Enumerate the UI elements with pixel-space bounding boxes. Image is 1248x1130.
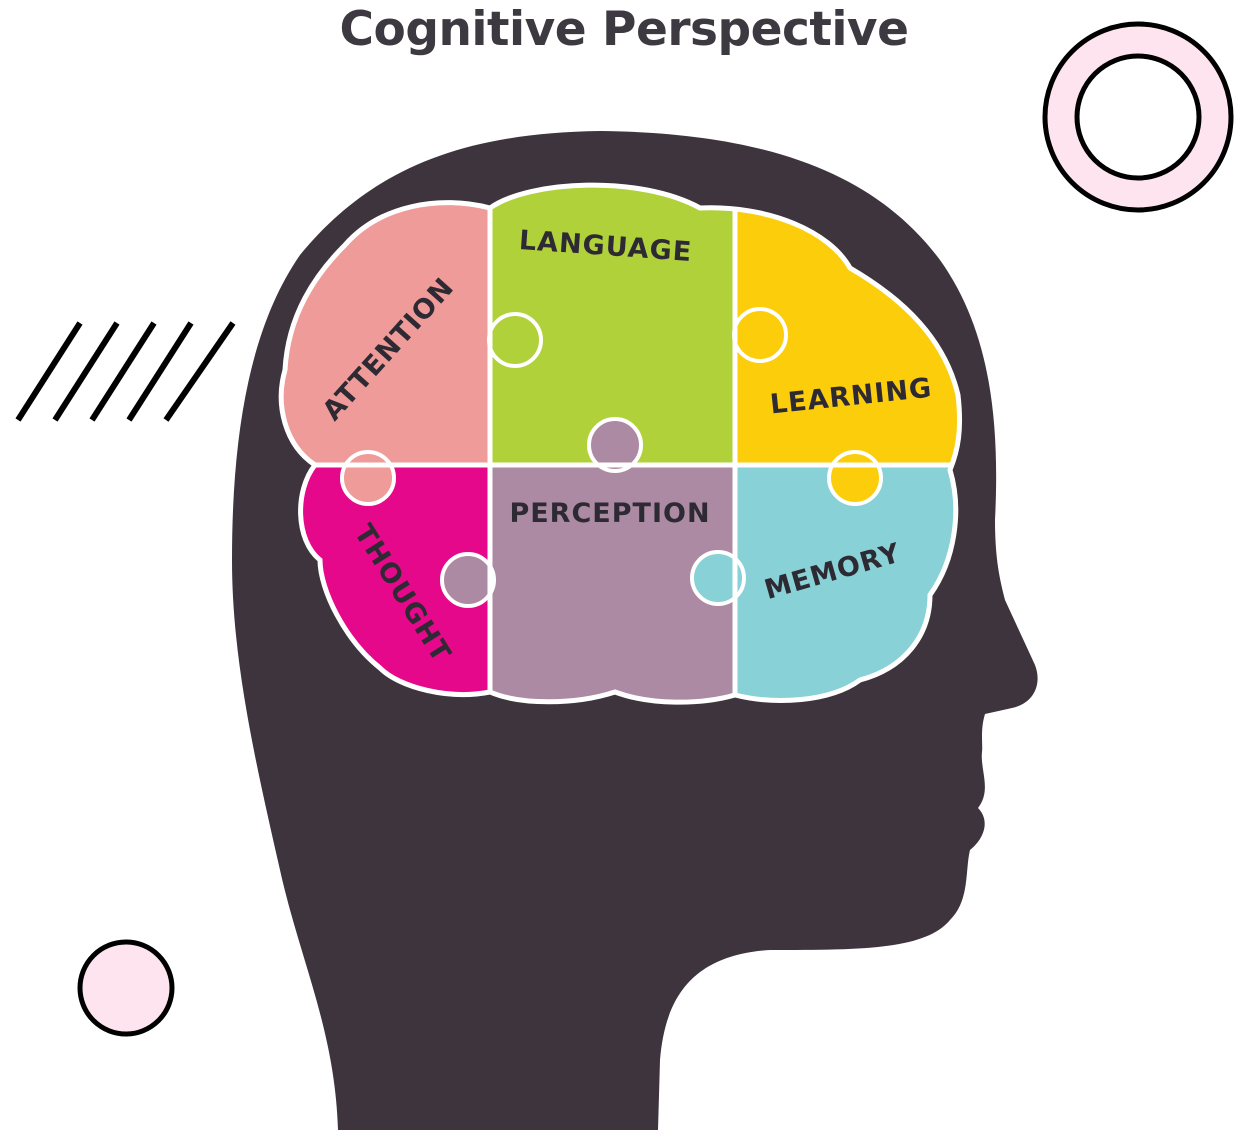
page-title: Cognitive Perspective [339,2,909,57]
tab-language-learning [732,307,788,363]
brain-outline [278,182,963,705]
piece-seams [281,185,960,703]
tab-learning-memory [827,450,883,506]
tab-attention-language [487,312,543,368]
tab-perception-memory [690,550,746,606]
tab-thought-perception [440,552,496,608]
tab-attention-thought [340,450,396,506]
decor-ring-inner [1074,53,1202,181]
decor-ring-top-right [1042,21,1234,213]
tab-perception-language [587,417,643,473]
decor-circle-bottom-left [77,939,175,1037]
decor-hatch-lines [15,321,236,422]
label-perception: PERCEPTION [509,498,710,529]
